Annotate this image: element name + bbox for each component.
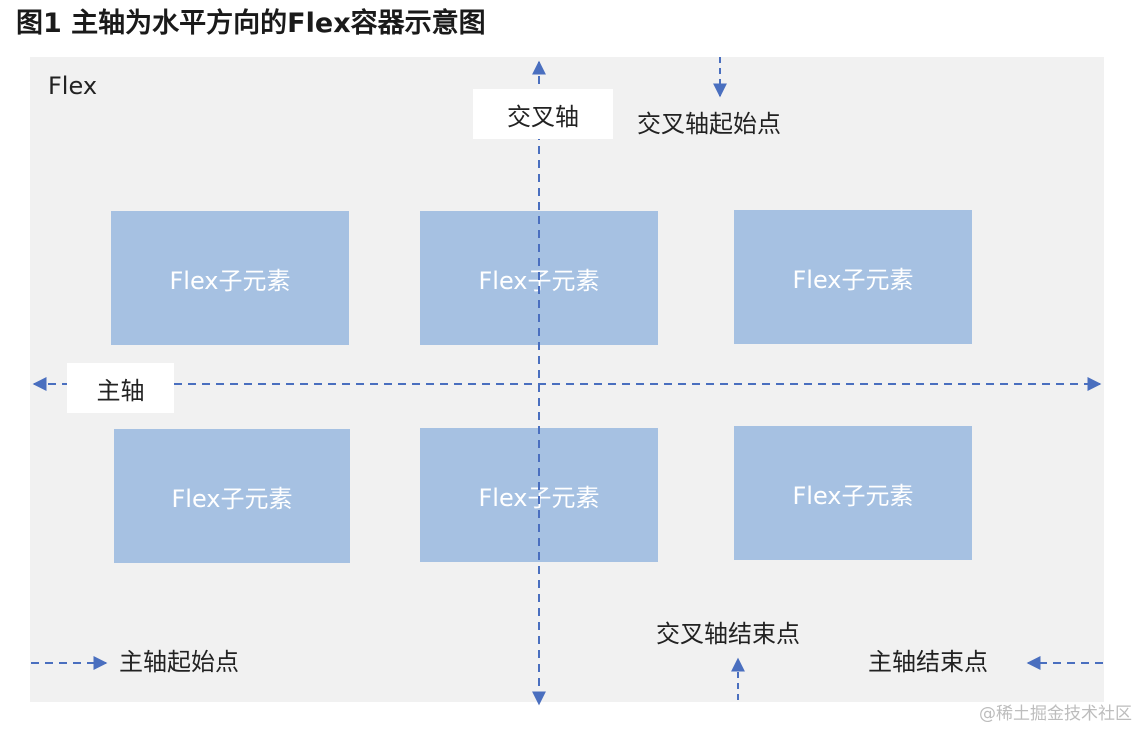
- flex-item-3: Flex子元素: [734, 210, 972, 344]
- watermark: @稀土掘金技术社区: [979, 704, 1132, 724]
- main-axis-label: 主轴: [67, 363, 174, 413]
- cross-axis-end-label: 交叉轴结束点: [656, 620, 800, 648]
- flex-item-4: Flex子元素: [114, 429, 350, 563]
- cross-axis-start-label: 交叉轴起始点: [637, 110, 781, 138]
- flex-item-1: Flex子元素: [111, 211, 349, 345]
- flex-item-6: Flex子元素: [734, 426, 972, 560]
- flex-container-label: Flex: [48, 72, 98, 100]
- main-axis-end-label: 主轴结束点: [868, 648, 988, 676]
- main-axis-start-label: 主轴起始点: [119, 648, 239, 676]
- figure-title: 图1 主轴为水平方向的Flex容器示意图: [16, 8, 486, 39]
- cross-axis-label: 交叉轴: [473, 89, 613, 139]
